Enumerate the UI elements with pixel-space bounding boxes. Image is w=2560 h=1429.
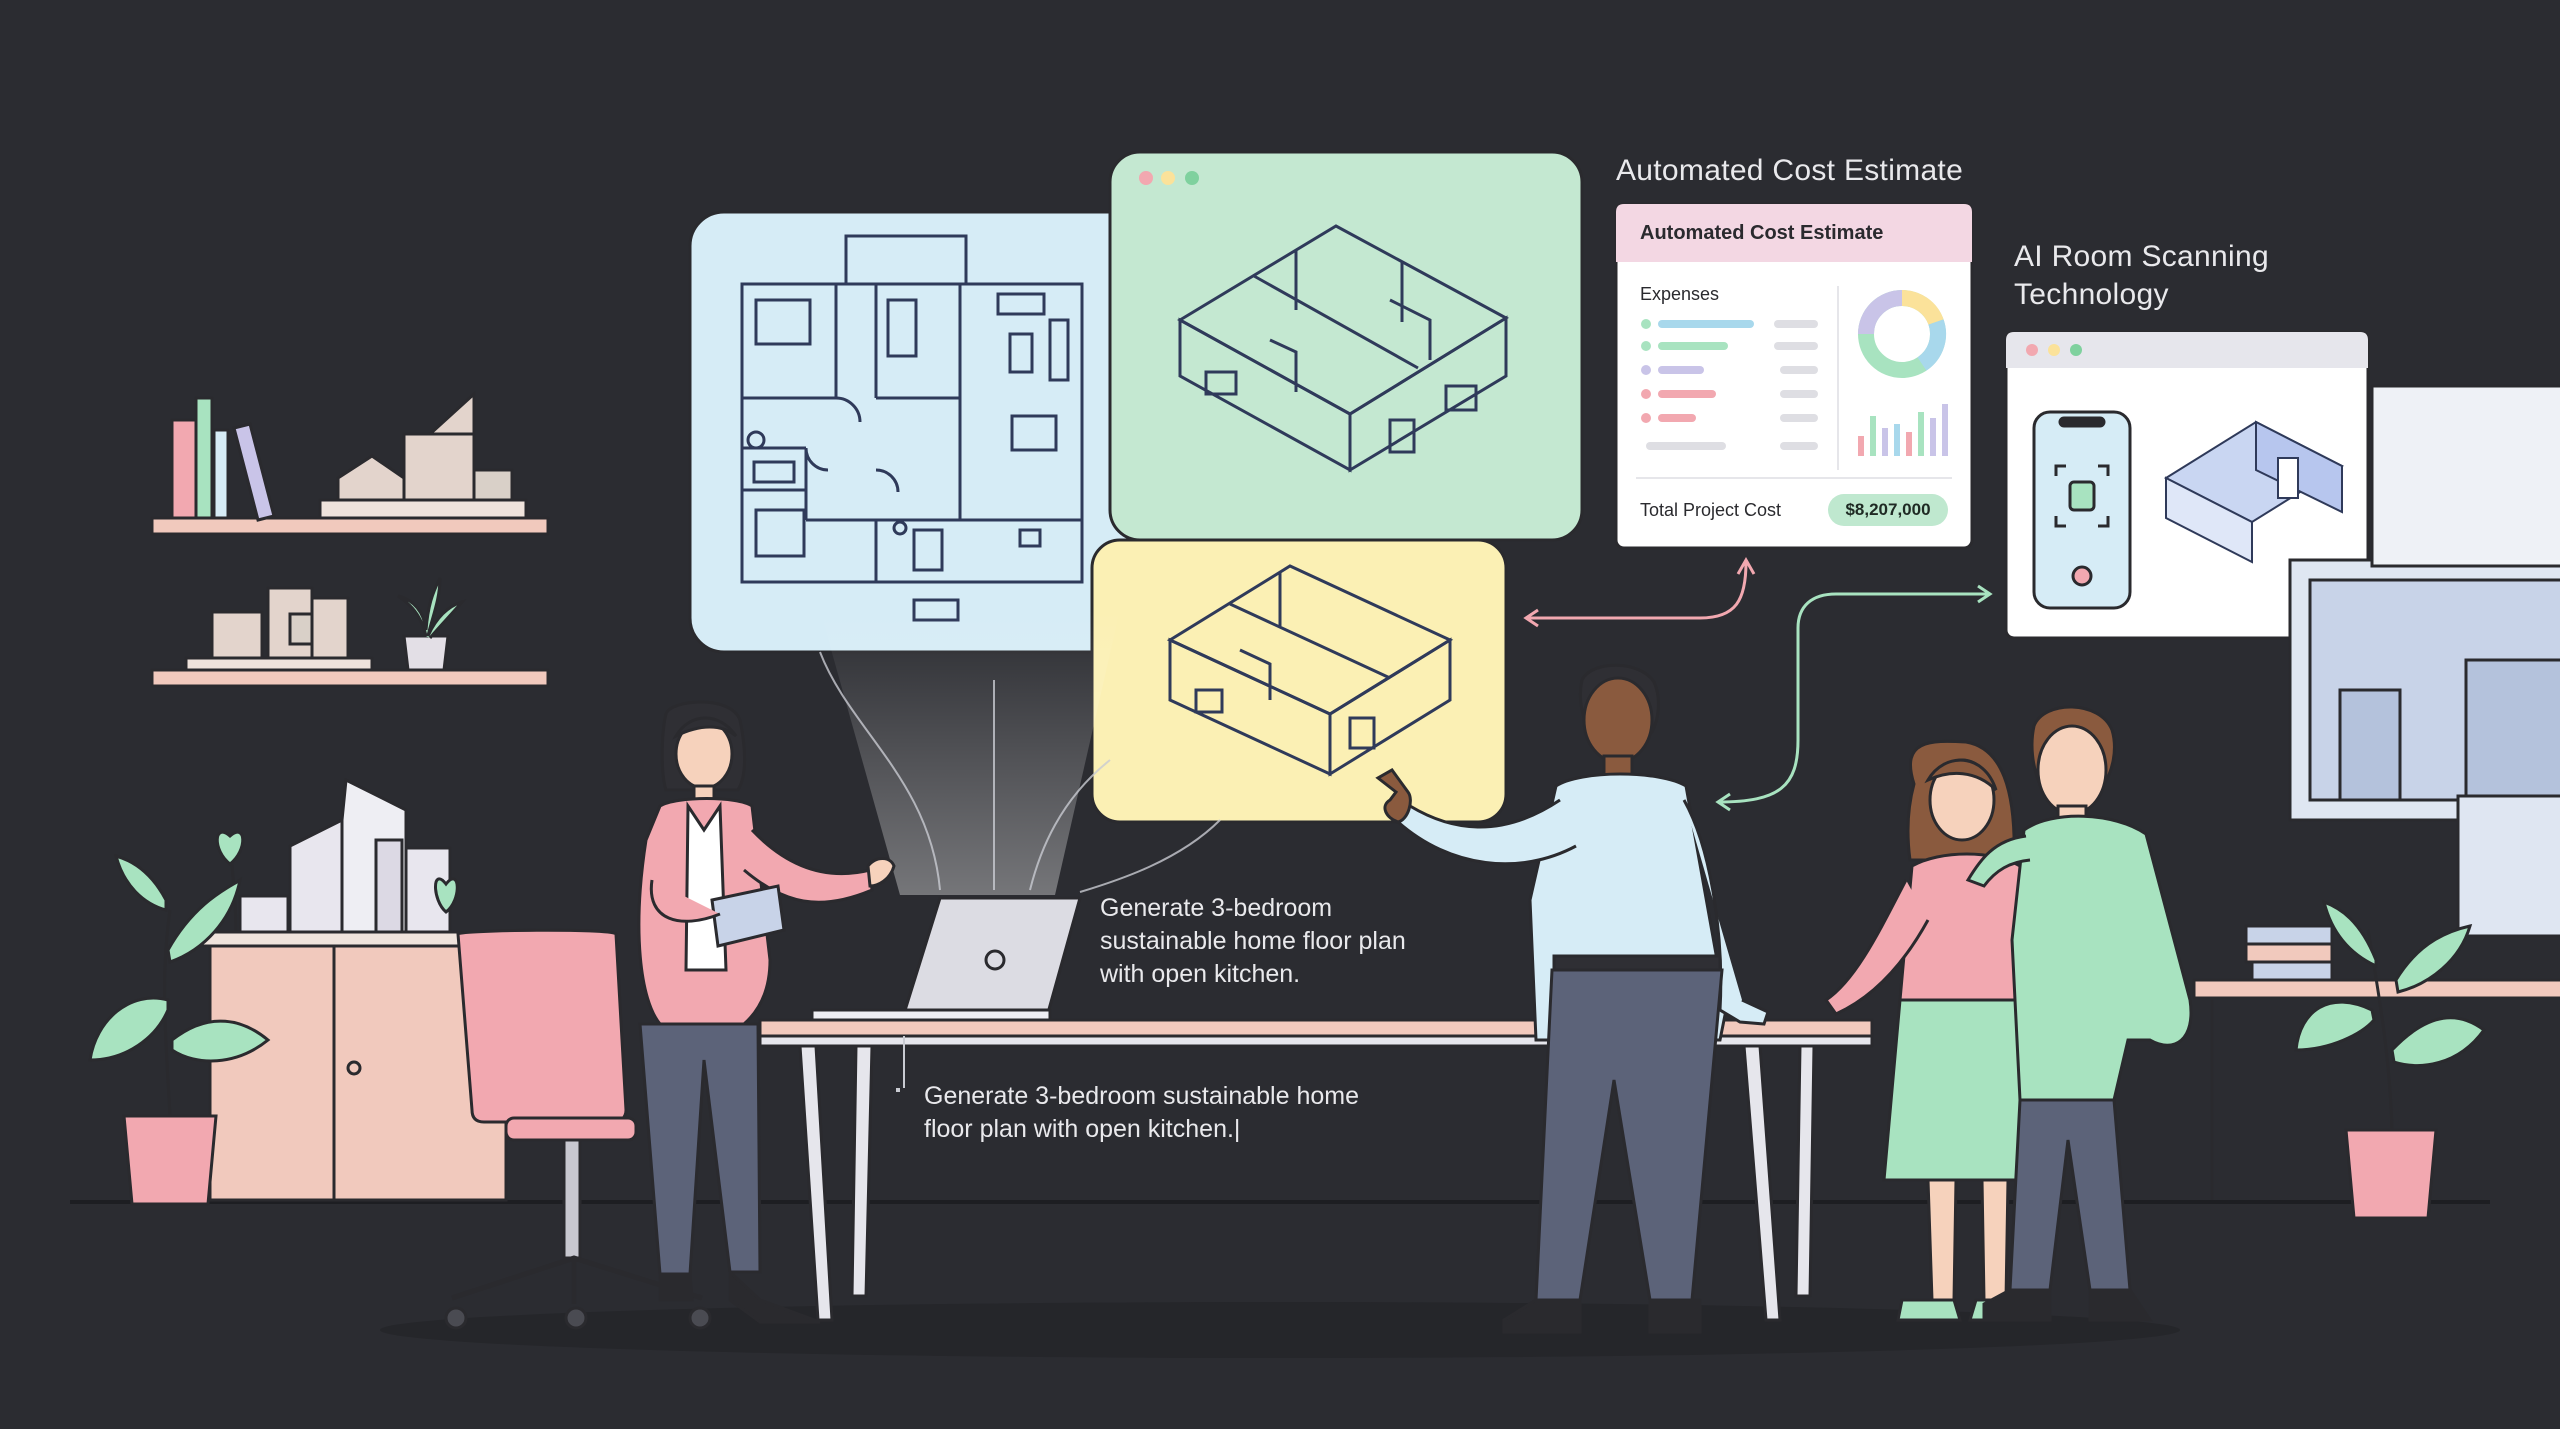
isometric-model-yellow (1166, 564, 1454, 777)
window-dot-red (1139, 171, 1153, 185)
window-dot-yellow (1161, 171, 1175, 185)
expense-rows (1641, 319, 1818, 450)
prompt-leader-dot (896, 1088, 900, 1092)
projection-beam (820, 610, 1120, 895)
typed-prompt-text: Generate 3-bedroom sustainable home floo… (924, 1082, 1359, 1143)
cables (819, 651, 1221, 893)
blueprint-panel (688, 210, 1158, 654)
cost-estimate-heading: Automated Cost Estimate (1616, 154, 1964, 187)
cost-estimate-card (1614, 202, 1974, 550)
man-client (1965, 705, 2193, 1322)
total-project-cost-label: Total Project Cost (1640, 500, 1782, 520)
cabinet (198, 777, 518, 1202)
cabinet-plant (215, 830, 459, 933)
cost-card-title: Automated Cost Estimate (1640, 222, 1884, 244)
expenses-label: Expenses (1640, 284, 1720, 304)
meeting-table (758, 1018, 1874, 1322)
room-scanning-heading: AI Room Scanning Technology (2014, 240, 2269, 311)
woman-presenter (637, 700, 896, 1324)
woman-client (1823, 739, 2046, 1322)
3d-model-panel-green (1108, 150, 1584, 542)
donut-chart (1858, 289, 1947, 378)
floor-plant-left (88, 853, 271, 1206)
mini-bar-chart (1858, 404, 1948, 456)
phone-scanner (2032, 410, 2132, 610)
laptop-prompt-text: Generate 3-bedroom sustainable home floo… (1100, 894, 1406, 988)
bookshelf-top (150, 390, 550, 536)
3d-model-panel-yellow (1090, 538, 1508, 824)
laptop (810, 896, 1082, 1022)
bookshelf-bottom (150, 577, 550, 688)
window-dot-green (1185, 171, 1199, 185)
man-presenter (1375, 663, 1770, 1334)
room-scanning-card (2004, 330, 2370, 640)
connector-arrows (1523, 556, 1993, 812)
right-wall (2288, 384, 2560, 938)
scanned-room-model (2163, 420, 2345, 564)
office-chair (444, 928, 712, 1330)
isometric-model-green (1177, 224, 1509, 473)
floor-plan-drawing (740, 234, 1084, 622)
total-project-cost-value: $8,207,000 (1828, 494, 1948, 526)
floor-plant-right (2294, 899, 2487, 1220)
